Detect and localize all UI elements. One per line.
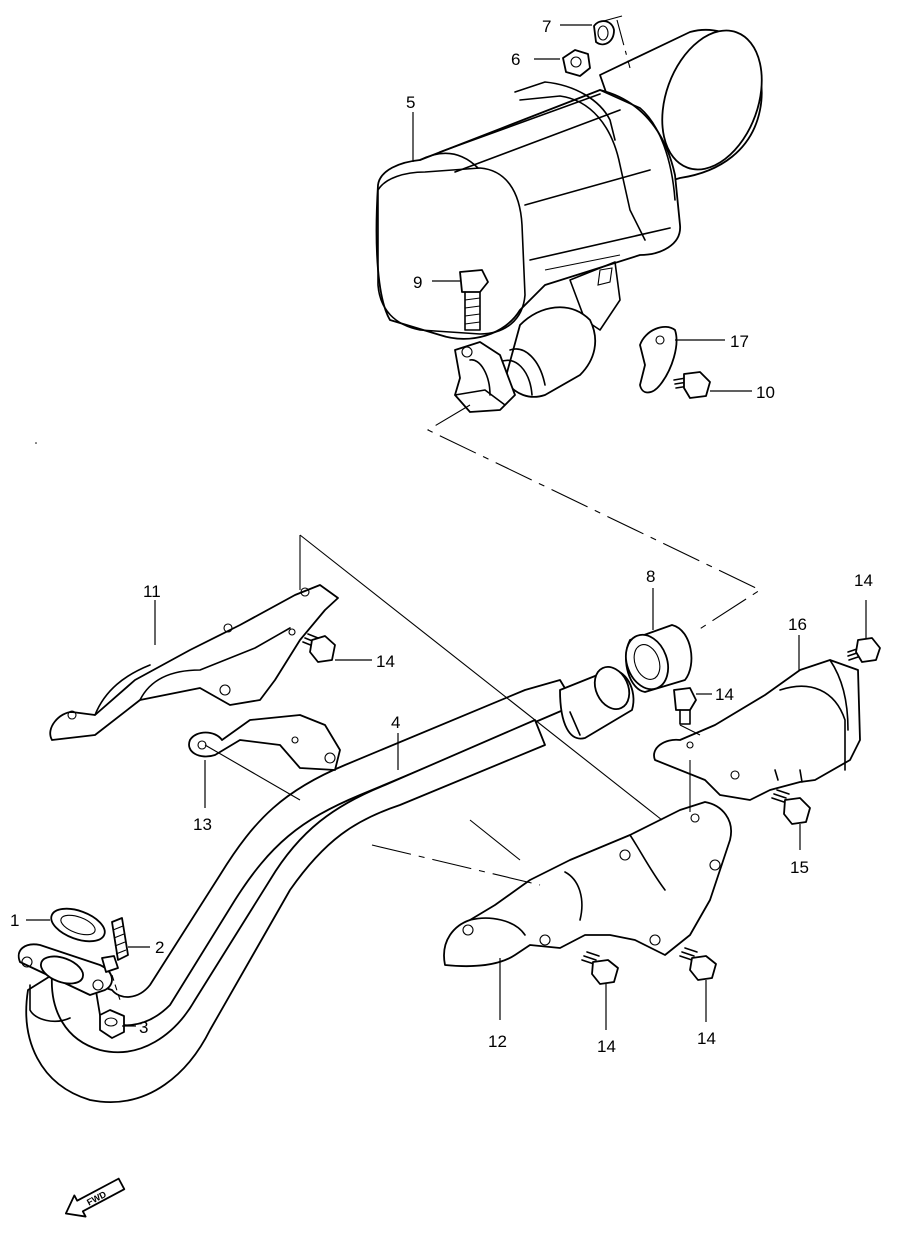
callout-6[interactable]: 6 bbox=[511, 50, 560, 69]
callout-14-shield-upper[interactable]: 14 bbox=[854, 571, 873, 638]
fwd-arrow-icon: FWD bbox=[64, 1177, 126, 1218]
gasket[interactable] bbox=[47, 902, 109, 947]
svg-text:14: 14 bbox=[697, 1029, 716, 1048]
svg-text:14: 14 bbox=[376, 652, 395, 671]
svg-text:12: 12 bbox=[488, 1032, 507, 1051]
svg-text:15: 15 bbox=[790, 858, 809, 877]
callout-14-shield-rear-left[interactable]: 14 bbox=[597, 984, 616, 1056]
nut[interactable] bbox=[562, 49, 591, 77]
callout-15[interactable]: 15 bbox=[790, 824, 809, 877]
bolt[interactable] bbox=[302, 633, 336, 663]
muffler[interactable] bbox=[375, 17, 780, 340]
bolt[interactable] bbox=[679, 947, 717, 981]
svg-text:16: 16 bbox=[788, 615, 807, 634]
grommet[interactable] bbox=[593, 20, 615, 46]
svg-text:7: 7 bbox=[542, 17, 551, 36]
svg-text:14: 14 bbox=[597, 1037, 616, 1056]
callout-4[interactable]: 4 bbox=[391, 713, 400, 770]
assembly-guide-lines bbox=[426, 15, 762, 633]
svg-text:11: 11 bbox=[143, 582, 161, 601]
bolt[interactable] bbox=[673, 687, 697, 725]
callout-14-shield-front[interactable]: 14 bbox=[335, 652, 395, 671]
callout-14-shield-rear-right[interactable]: 14 bbox=[697, 980, 716, 1048]
muffler-outlet-clamp[interactable] bbox=[454, 306, 597, 413]
callout-14-shield-mid[interactable]: 14 bbox=[696, 685, 734, 704]
stray-mark bbox=[35, 442, 37, 444]
callout-12[interactable]: 12 bbox=[488, 958, 507, 1051]
bolt[interactable] bbox=[673, 371, 711, 399]
bolt[interactable] bbox=[771, 789, 811, 825]
svg-text:6: 6 bbox=[511, 50, 520, 69]
svg-text:13: 13 bbox=[193, 815, 212, 834]
bolt[interactable] bbox=[581, 951, 619, 985]
bolt[interactable] bbox=[459, 269, 489, 331]
svg-text:1: 1 bbox=[10, 911, 19, 930]
stud[interactable] bbox=[101, 917, 129, 973]
svg-text:14: 14 bbox=[854, 571, 873, 590]
pipe-connector[interactable] bbox=[619, 624, 693, 695]
svg-text:17: 17 bbox=[730, 332, 749, 351]
callout-7[interactable]: 7 bbox=[542, 17, 592, 36]
muffler-bracket[interactable] bbox=[639, 325, 678, 394]
callout-5[interactable]: 5 bbox=[406, 93, 415, 162]
callout-13[interactable]: 13 bbox=[193, 760, 212, 834]
svg-text:8: 8 bbox=[646, 567, 655, 586]
svg-text:9: 9 bbox=[413, 273, 422, 292]
heat-shield-muffler[interactable] bbox=[653, 659, 861, 801]
svg-text:4: 4 bbox=[391, 713, 400, 732]
pipe-bracket[interactable] bbox=[188, 714, 341, 771]
callout-9[interactable]: 9 bbox=[413, 273, 460, 292]
exhaust-pipe[interactable] bbox=[17, 661, 636, 1103]
callout-8[interactable]: 8 bbox=[646, 567, 655, 630]
svg-text:5: 5 bbox=[406, 93, 415, 112]
callout-1[interactable]: 1 bbox=[10, 911, 50, 930]
callout-2[interactable]: 2 bbox=[128, 938, 164, 957]
callout-11[interactable]: 11 bbox=[143, 582, 161, 645]
heat-shield-rear[interactable] bbox=[443, 801, 732, 968]
nut[interactable] bbox=[99, 1009, 125, 1039]
heat-shield-front[interactable] bbox=[49, 584, 339, 741]
svg-text:2: 2 bbox=[155, 938, 164, 957]
bolt[interactable] bbox=[847, 637, 881, 663]
callout-3[interactable]: 3 bbox=[122, 1018, 148, 1037]
callout-10[interactable]: 10 bbox=[710, 383, 775, 402]
svg-text:3: 3 bbox=[139, 1018, 148, 1037]
svg-text:14: 14 bbox=[715, 685, 734, 704]
assembly-guide-lines bbox=[204, 534, 701, 886]
callout-16[interactable]: 16 bbox=[788, 615, 807, 670]
svg-text:10: 10 bbox=[756, 383, 775, 402]
callout-17[interactable]: 17 bbox=[675, 332, 749, 351]
